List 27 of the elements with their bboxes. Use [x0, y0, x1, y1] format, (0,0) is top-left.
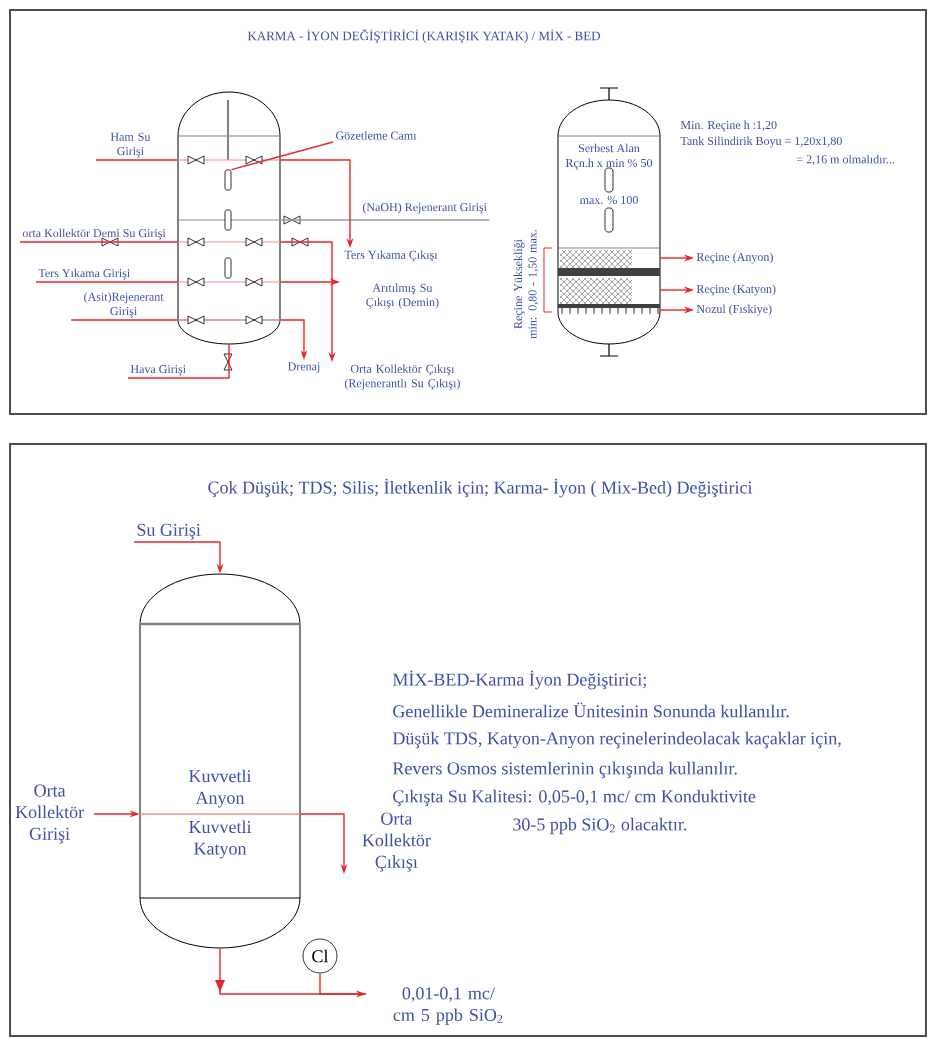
vessel-label: Kuvvetli Katyon: [189, 820, 252, 859]
panel-title: Çok Düşük; TDS; Silis; İletkenlik için; Karma- İyon ( Mix-Bed) Değiştirici: [208, 478, 753, 498]
note-text: MİX-BED-Karma İyon Değiştirici;: [392, 670, 646, 690]
pipe-line: [279, 219, 491, 221]
vessel-drawing: [139, 573, 301, 949]
inlet-label: Su Girişi: [137, 523, 201, 540]
note-text: Çıkışta Su Kalitesi: 0,05-0,1 mc/ cm Konduktivite: [393, 789, 756, 807]
vessel-drawing: [558, 268, 660, 276]
leader-line: [230, 141, 334, 171]
note-text: Revers Osmos sistemlerinin çıkışında kullanılır.: [392, 761, 737, 779]
vessel-drawing: [177, 91, 281, 345]
note-text: Genellikle Demineralize Ünitesinin Sonunda kullanılır.: [393, 702, 789, 718]
outlet-label: Orta Kollektör Çıkışı: [362, 812, 431, 872]
vessel-drawing: [558, 167, 660, 315]
pipe-line: [127, 343, 230, 379]
note-text: 30-5 ppb SiO$_{2}$ olacaktır.: [513, 817, 687, 835]
instrument-line: [319, 972, 367, 995]
pipe-line: [35, 281, 179, 283]
vessel-label: Kuvvetli Anyon: [189, 769, 252, 808]
note-text: Düşük TDS, Katyon-Anyon reçinelerindeolacak kaçaklar için,: [392, 731, 841, 749]
pipe-line: [19, 241, 179, 243]
pipe-line: [95, 159, 179, 161]
inlet-label: Orta Kollektör Girişi: [15, 784, 84, 844]
vessel-drawing: [557, 87, 661, 357]
sight-glass: [224, 169, 232, 191]
outlet-label: 0,01-0,1 mc/ cm 5 ppb SiO$_{2}$: [393, 987, 503, 1025]
pipe-line: [70, 319, 179, 321]
